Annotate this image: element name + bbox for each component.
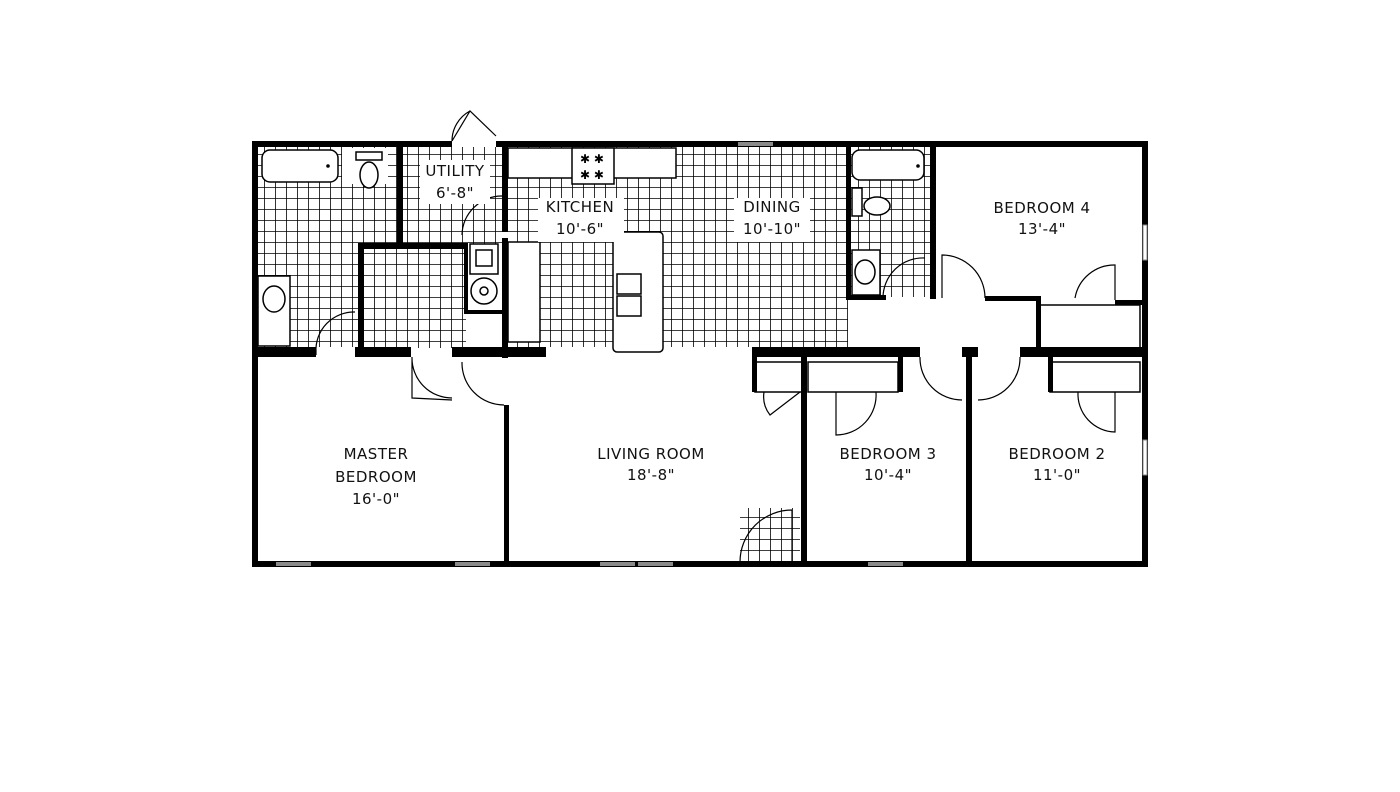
- bedroom4-door: [941, 254, 986, 299]
- exterior-door: [451, 110, 497, 142]
- room-name-living: LIVING ROOM: [597, 445, 705, 463]
- room-name-master-line1: MASTER: [344, 445, 409, 463]
- room-labels: UTILITY 6'-8" KITCHEN 10'-6" DINING 10'-…: [335, 160, 1105, 508]
- room-size-bedroom3: 10'-4": [864, 466, 912, 484]
- range-icon: [571, 147, 615, 185]
- room-name-utility: UTILITY: [425, 162, 485, 180]
- window: [455, 562, 490, 566]
- room-size-bedroom2: 11'-0": [1033, 466, 1081, 484]
- double-sink-icon: [616, 273, 642, 295]
- closet-door: [763, 391, 801, 416]
- closet-shelf: [754, 361, 804, 393]
- closet-shelf: [1039, 304, 1141, 351]
- sink-icon: [854, 259, 876, 285]
- bath-door: [882, 257, 926, 299]
- room-name-master-line2: BEDROOM: [335, 468, 417, 486]
- room-size-master: 16'-0": [352, 490, 400, 508]
- window: [738, 142, 773, 146]
- svg-text:✱ ✱: ✱ ✱: [580, 152, 604, 166]
- toilet-tank-icon: [355, 151, 383, 161]
- walls: [252, 141, 1148, 567]
- toilet-icon: [863, 196, 891, 216]
- toilet-icon: [359, 161, 379, 189]
- room-size-dining: 10'-10": [743, 220, 801, 238]
- room-name-bedroom4: BEDROOM 4: [993, 199, 1090, 217]
- window: [276, 562, 311, 566]
- washer-icon: [469, 243, 499, 275]
- refrigerator-icon: [507, 241, 541, 343]
- master-door: [461, 361, 505, 406]
- room-size-kitchen: 10'-6": [556, 220, 604, 238]
- room-size-bedroom4: 13'-4": [1018, 220, 1066, 238]
- svg-text:✱ ✱: ✱ ✱: [580, 168, 604, 182]
- fixtures: ✱ ✱ ✱ ✱: [257, 147, 1141, 393]
- room-name-bedroom2: BEDROOM 2: [1008, 445, 1105, 463]
- window: [638, 562, 673, 566]
- closet-door: [1074, 264, 1116, 300]
- closet-shelf: [1049, 361, 1141, 393]
- closet-floor: [362, 248, 466, 348]
- room-size-living: 18'-8": [627, 466, 675, 484]
- closet-door: [411, 356, 453, 401]
- window: [868, 562, 903, 566]
- front-door: [739, 509, 793, 563]
- bedroom3-door: [919, 356, 963, 401]
- closet-door: [835, 391, 877, 436]
- kitchen-dining-floor: [508, 147, 848, 347]
- sink-icon: [262, 285, 286, 313]
- room-size-utility: 6'-8": [436, 184, 474, 202]
- window: [600, 562, 635, 566]
- closet-shelf: [807, 361, 899, 393]
- closet-door: [1077, 391, 1116, 433]
- entry-floor: [740, 508, 800, 564]
- bathtub-icon: [851, 149, 925, 181]
- bath-door: [315, 311, 356, 355]
- bathtub-icon: [261, 149, 339, 183]
- doors: [315, 110, 1116, 563]
- room-name-bedroom3: BEDROOM 3: [839, 445, 936, 463]
- window: [1142, 224, 1148, 261]
- utility-door: [461, 195, 503, 236]
- window: [1142, 439, 1148, 476]
- windows: [276, 142, 1148, 566]
- bedroom2-door: [977, 356, 1021, 401]
- room-name-dining: DINING: [743, 198, 800, 216]
- room-name-kitchen: KITCHEN: [546, 198, 615, 216]
